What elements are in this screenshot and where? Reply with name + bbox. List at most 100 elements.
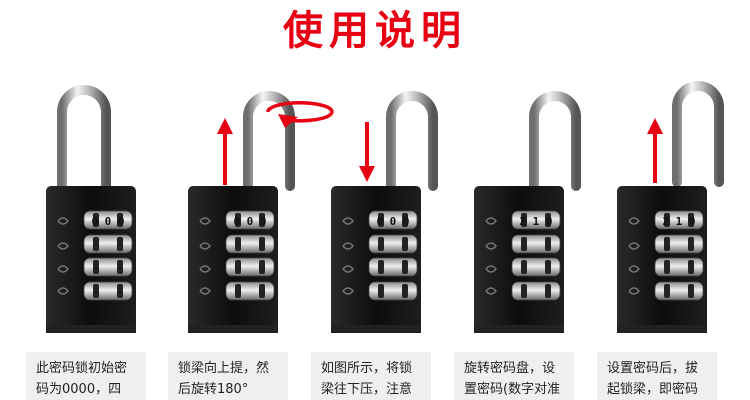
caption-line: 后旋转180° (178, 382, 249, 397)
lock-step-3: 0 0 0 (331, 91, 438, 333)
emboss-mark (57, 265, 69, 273)
dial-digits: 2 1 0 (519, 215, 552, 228)
dial-notch (545, 213, 551, 227)
dial-1 (511, 210, 561, 230)
emboss-mark (199, 217, 211, 225)
lock-base (46, 325, 136, 333)
dial-4 (654, 281, 704, 301)
emboss-mark (628, 265, 640, 273)
dial-notch (545, 284, 551, 298)
dial-1 (83, 210, 133, 230)
dial-notch (402, 237, 408, 251)
dial-notch (521, 213, 527, 227)
dial-notch (688, 260, 694, 274)
dial-digits: 0 0 0 (376, 215, 409, 228)
dial-wheel (225, 257, 275, 277)
dial-wheel (654, 281, 704, 301)
emboss-mark (628, 242, 640, 250)
dial-wheel (654, 257, 704, 277)
emboss-mark (628, 287, 640, 295)
dial-notch (117, 284, 123, 298)
captions-row: 此密码锁初始密码为0000，四锁梁向上提，然后旋转180°如图所示，将锁梁往下压… (0, 352, 750, 400)
caption-line: 设置密码后，拔 (607, 361, 699, 376)
dial-1 (654, 210, 704, 230)
caption-line: 此密码锁初始密 (36, 361, 128, 376)
dial-wheel (225, 234, 275, 254)
dial-notch (378, 260, 384, 274)
emboss-mark (199, 265, 211, 273)
dial-wheel (225, 281, 275, 301)
shackle (243, 91, 295, 191)
dial-wheel (654, 234, 704, 254)
dial-notch (117, 213, 123, 227)
dial-3 (225, 257, 275, 277)
dial-notch (235, 237, 241, 251)
dial-notch (521, 284, 527, 298)
lock-base (617, 325, 707, 333)
dial-notch (402, 260, 408, 274)
dial-notch (259, 260, 265, 274)
arrow-down-head (359, 166, 375, 182)
dial-wheel (368, 257, 418, 277)
dial-notch (688, 237, 694, 251)
dial-notch (378, 237, 384, 251)
emboss-mark (342, 265, 354, 273)
emboss-mark (485, 242, 497, 250)
dial-2 (225, 234, 275, 254)
dial-notch (688, 284, 694, 298)
dial-notch (378, 213, 384, 227)
dial-wheel (511, 234, 561, 254)
dial-notch (664, 237, 670, 251)
dial-notch (235, 260, 241, 274)
arrow-up-head (217, 118, 233, 134)
dial-wheel (83, 281, 133, 301)
lock-step-1: 0 0 0 (46, 85, 136, 333)
dial-digits: 0 0 0 (91, 215, 124, 228)
dial-notch (688, 213, 694, 227)
dial-2 (83, 234, 133, 254)
caption-step-3: 如图所示，将锁梁往下压，注意 (311, 352, 431, 400)
emboss-mark (342, 242, 354, 250)
emboss-mark (485, 217, 497, 225)
caption-line: 如图所示，将锁 (321, 361, 413, 376)
caption-line: 起锁梁，即密码 (607, 382, 699, 397)
shackle (529, 91, 581, 191)
dial-2 (511, 234, 561, 254)
dial-notch (93, 284, 99, 298)
dial-notch (521, 237, 527, 251)
dial-notch (545, 260, 551, 274)
dial-notch (545, 237, 551, 251)
caption-line: 旋转密码盘，设 (464, 361, 556, 376)
dial-2 (654, 234, 704, 254)
caption-line: 码为0000，四 (36, 382, 122, 397)
page-title: 使用说明 (283, 8, 467, 54)
rotate-arrow-head (278, 114, 298, 128)
shackle (57, 85, 111, 186)
dial-wheel (83, 234, 133, 254)
lock-base (188, 325, 278, 333)
dial-1 (225, 210, 275, 230)
dial-notch (521, 260, 527, 274)
dial-3 (511, 257, 561, 277)
dial-wheel (83, 257, 133, 277)
dial-notch (259, 284, 265, 298)
dial-notch (117, 260, 123, 274)
dial-digits: 2 1 0 (662, 215, 695, 228)
dial-notch (259, 213, 265, 227)
emboss-mark (57, 217, 69, 225)
dial-wheel (511, 281, 561, 301)
caption-line: 置密码(数字对准 (464, 382, 561, 397)
dial-2 (368, 234, 418, 254)
dial-notch (93, 260, 99, 274)
emboss-mark (342, 217, 354, 225)
dial-digits: 0 0 0 (233, 215, 266, 228)
dial-3 (368, 257, 418, 277)
emboss-mark (485, 287, 497, 295)
emboss-mark (199, 287, 211, 295)
dial-1 (368, 210, 418, 230)
dial-4 (368, 281, 418, 301)
dial-notch (93, 237, 99, 251)
caption-step-4: 旋转密码盘，设置密码(数字对准 (454, 352, 574, 400)
arrow-up-head (647, 118, 663, 134)
instruction-illustrations: 0 0 0 0 0 0 0 0 0 2 1 0 2 1 0 (46, 81, 724, 333)
